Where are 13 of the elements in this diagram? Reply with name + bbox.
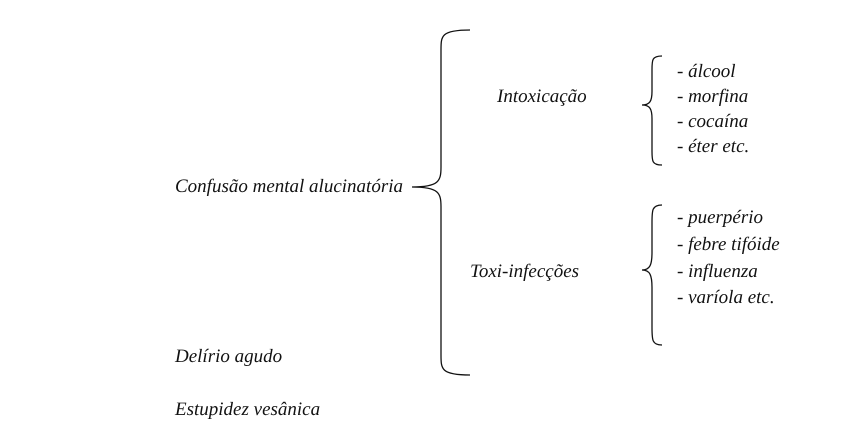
list-item: - álcool: [677, 60, 736, 84]
list-item: - éter etc.: [677, 135, 750, 159]
category-label: Estupidez vesânica: [175, 398, 320, 422]
category-label: Delírio agudo: [175, 345, 282, 369]
list-item: - influenza: [677, 260, 758, 284]
list-item: - puerpério: [677, 206, 764, 230]
list-item: - febre tifóide: [677, 233, 780, 257]
list-item: - cocaína: [677, 110, 748, 134]
list-item: - morfina: [677, 85, 748, 109]
category-label: Confusão mental alucinatória: [175, 175, 403, 199]
list-item: - varíola etc.: [677, 286, 775, 310]
category-label: Intoxicação: [497, 85, 587, 109]
category-label: Toxi-infecções: [470, 260, 580, 284]
